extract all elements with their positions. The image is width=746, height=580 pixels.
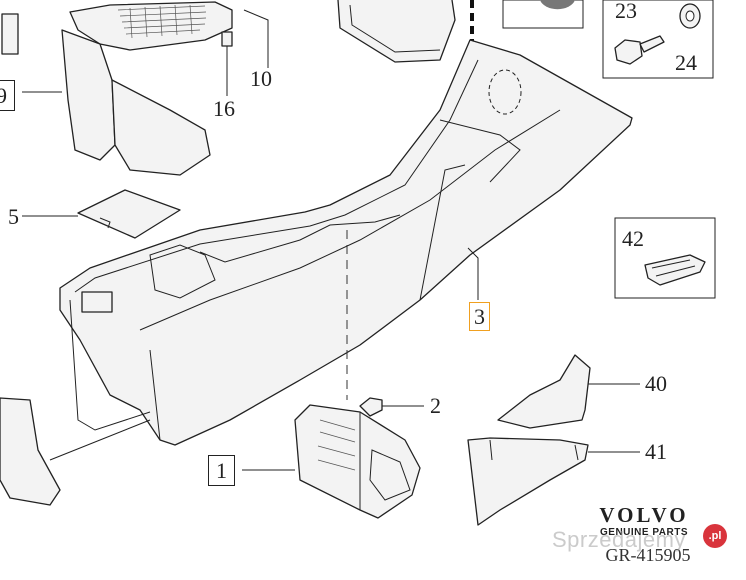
- washer-part-24: [679, 3, 701, 29]
- callout-5: 5: [8, 204, 19, 229]
- leader-3: [467, 247, 479, 300]
- box-42: [614, 217, 716, 299]
- box-23-24: [602, 0, 714, 79]
- callout-9: 9: [0, 80, 15, 111]
- watermark-badge: .pl: [703, 524, 727, 548]
- callout-40: 40: [645, 371, 667, 396]
- cover-plate-part-5: [77, 189, 181, 239]
- bolt-part-16: [221, 31, 233, 96]
- callout-3: 3: [469, 302, 490, 331]
- brand-name: VOLVO: [599, 503, 689, 527]
- bolt-part-23: [614, 35, 665, 65]
- cup-holder-part-1: [294, 404, 421, 519]
- center-console-body: [59, 39, 633, 446]
- callout-42: 42: [622, 226, 644, 251]
- callout-1: 1: [208, 455, 235, 486]
- storage-tray: [337, 0, 456, 63]
- callout-41: 41: [645, 439, 667, 464]
- callout-23: 23: [615, 0, 637, 23]
- armrest-bracket-assembly: [1, 1, 233, 176]
- clip-part-2: [359, 397, 383, 417]
- diagram-reference: GR-415905: [605, 545, 691, 565]
- side-trim-piece: [0, 397, 61, 506]
- callout-16: 16: [213, 96, 235, 121]
- brand-subtitle: GENUINE PARTS: [600, 527, 688, 538]
- callout-10: 10: [250, 66, 272, 91]
- callout-2: 2: [430, 393, 441, 418]
- washer-partial: [540, 0, 575, 10]
- leader-side-trim: [49, 419, 151, 461]
- trim-panel-part-40: [497, 354, 591, 429]
- box-partial: [502, 0, 584, 29]
- trim-panel-part-41: [467, 437, 589, 526]
- leader-10: [243, 9, 269, 68]
- clip-part-42: [644, 254, 706, 286]
- watermark-text: Sprzedajemy: [552, 527, 686, 552]
- callout-24: 24: [675, 50, 697, 75]
